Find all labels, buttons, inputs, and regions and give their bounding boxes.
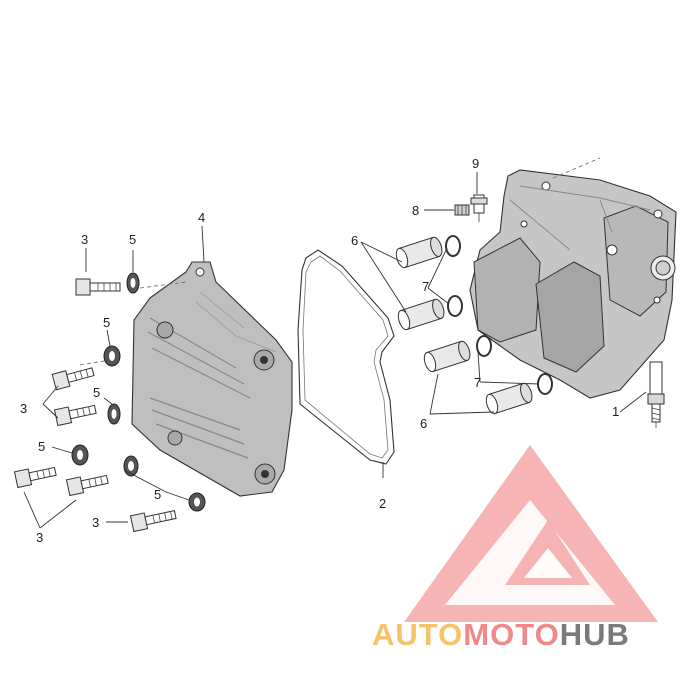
brand-moto: MOTO xyxy=(463,617,560,652)
callout-7b: 7 xyxy=(474,375,481,390)
callout-6a: 6 xyxy=(351,233,358,248)
callout-3a: 3 xyxy=(81,232,88,247)
plug-part-8 xyxy=(454,204,470,216)
callout-8: 8 xyxy=(412,203,419,218)
gasket-part-2 xyxy=(297,249,395,465)
washers-part-5 xyxy=(71,272,206,512)
callout-5c: 5 xyxy=(93,385,100,400)
callout-5b: 5 xyxy=(103,315,110,330)
callout-3d: 3 xyxy=(92,515,99,530)
callout-3c: 3 xyxy=(36,530,43,545)
callout-5a: 5 xyxy=(129,232,136,247)
brand-auto: AUTO xyxy=(372,617,464,652)
callout-5d: 5 xyxy=(38,439,45,454)
callout-4: 4 xyxy=(198,210,205,225)
callout-6b: 6 xyxy=(420,416,427,431)
alignment-lines xyxy=(79,157,601,366)
callout-5e: 5 xyxy=(154,487,161,502)
callout-labels: 1 2 3 3 3 3 4 5 5 5 5 5 5 6 6 7 7 8 9 xyxy=(20,156,619,545)
dowel-sleeves-part-6 xyxy=(395,236,533,415)
watermark-logo xyxy=(404,445,658,622)
brand-hub: HUB xyxy=(559,617,630,652)
callout-1: 1 xyxy=(612,404,619,419)
valve-cover-part-4 xyxy=(131,261,293,497)
leader-lines xyxy=(23,172,647,529)
callout-3b: 3 xyxy=(20,401,27,416)
automotohub-wordmark: AUTOMOTOHUB xyxy=(372,617,692,657)
callout-9: 9 xyxy=(472,156,479,171)
callout-7a: 7 xyxy=(422,279,429,294)
spark-plug-part-1 xyxy=(647,361,665,428)
callout-2: 2 xyxy=(379,496,386,511)
cylinder-head xyxy=(469,169,677,399)
bolts-part-3 xyxy=(13,278,177,533)
sensor-part-9 xyxy=(470,194,488,222)
